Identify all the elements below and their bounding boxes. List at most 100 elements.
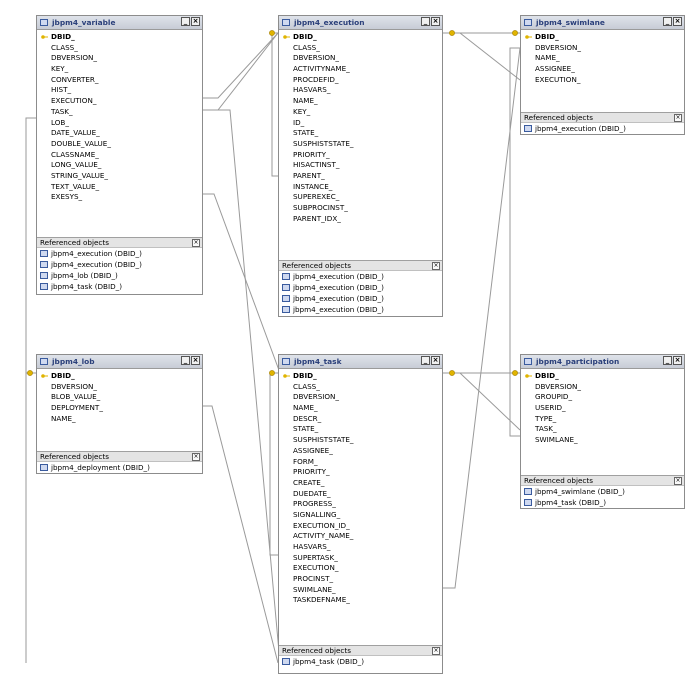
referenced-object[interactable]: jbpm4_execution (DBID_) (279, 293, 442, 304)
column[interactable]: DBVERSION_ (293, 392, 340, 402)
column[interactable]: TASK_ (535, 424, 557, 434)
column[interactable]: DUEDATE_ (293, 488, 331, 498)
column[interactable]: EXECUTION_ (51, 96, 97, 106)
close-button[interactable]: × (191, 17, 200, 26)
column[interactable]: NAME_ (51, 413, 76, 423)
column[interactable]: PRIORITY_ (293, 149, 330, 159)
column[interactable]: SUPEREXEC_ (293, 192, 340, 202)
column[interactable]: CLASSNAME_ (51, 149, 99, 159)
referenced-object[interactable]: jbpm4_lob (DBID_) (37, 270, 202, 281)
column[interactable]: ID_ (293, 117, 305, 127)
column[interactable]: EXECUTION_ID_ (293, 520, 350, 530)
minimize-button[interactable]: _ (181, 17, 190, 26)
column[interactable]: TASK_ (51, 106, 73, 116)
column[interactable]: FORM_ (293, 456, 318, 466)
minimize-button[interactable]: _ (181, 356, 190, 365)
column[interactable]: ACTIVITY_NAME_ (293, 531, 354, 541)
column[interactable]: HISACTINST_ (293, 160, 340, 170)
table-jbpm4-participation[interactable]: jbpm4_participation _× DBID_ DBVERSION_ … (520, 354, 685, 509)
column[interactable]: USERID_ (535, 403, 566, 413)
column[interactable]: INSTANCE_ (293, 181, 333, 191)
column[interactable]: SUSPHISTSTATE_ (293, 435, 354, 445)
table-jbpm4-lob[interactable]: jbpm4_lob _× DBID_ DBVERSION_ BLOB_VALUE… (36, 354, 203, 474)
column[interactable]: DEPLOYMENT_ (51, 403, 103, 413)
column[interactable]: DESCR_ (293, 413, 322, 423)
column[interactable]: TASKDEFNAME_ (293, 595, 350, 605)
table-header[interactable]: jbpm4_participation _× (521, 355, 684, 369)
column[interactable]: DBVERSION_ (293, 53, 340, 63)
primary-key-column[interactable]: DBID_ (37, 32, 202, 43)
primary-key-column[interactable]: DBID_ (521, 32, 684, 43)
table-jbpm4-execution[interactable]: jbpm4_execution _× DBID_ CLASS_ DBVERSIO… (278, 15, 443, 317)
column[interactable]: ACTIVITYNAME_ (293, 64, 350, 74)
column[interactable]: SWIMLANE_ (293, 584, 336, 594)
column[interactable]: PARENT_IDX_ (293, 213, 341, 223)
column[interactable]: DBVERSION_ (51, 53, 98, 63)
column[interactable]: DBVERSION_ (535, 381, 582, 391)
close-button[interactable]: × (191, 356, 200, 365)
column[interactable]: SUBPROCINST_ (293, 203, 348, 212)
referenced-object[interactable]: jbpm4_deployment (DBID_) (37, 462, 202, 473)
primary-key-column[interactable]: DBID_ (279, 371, 442, 382)
column[interactable]: TYPE_ (535, 413, 557, 423)
column[interactable]: ASSIGNEE_ (293, 445, 333, 455)
column[interactable]: HIST_ (51, 85, 72, 95)
column[interactable]: DBVERSION_ (51, 381, 98, 391)
close-button[interactable]: × (673, 356, 682, 365)
close-button[interactable]: × (431, 356, 440, 365)
table-header[interactable]: jbpm4_lob _× (37, 355, 202, 369)
referenced-object[interactable]: jbpm4_task (DBID_) (279, 656, 442, 667)
collapse-button[interactable]: × (674, 114, 682, 122)
table-header[interactable]: jbpm4_execution _× (279, 16, 442, 30)
primary-key-column[interactable]: DBID_ (521, 371, 684, 382)
column[interactable]: EXESYS_ (51, 192, 83, 202)
referenced-object[interactable]: jbpm4_execution (DBID_) (521, 123, 684, 134)
minimize-button[interactable]: _ (421, 17, 430, 26)
column[interactable]: ASSIGNEE_ (535, 64, 575, 74)
referenced-object[interactable]: jbpm4_execution (DBID_) (37, 248, 202, 259)
referenced-object[interactable]: jbpm4_execution (DBID_) (279, 304, 442, 315)
minimize-button[interactable]: _ (421, 356, 430, 365)
column[interactable]: NAME_ (293, 403, 318, 413)
referenced-object[interactable]: jbpm4_swimlane (DBID_) (521, 486, 684, 497)
column[interactable]: HASVARS_ (293, 85, 331, 95)
referenced-object[interactable]: jbpm4_execution (DBID_) (37, 259, 202, 270)
column[interactable]: EXECUTION_ (535, 74, 581, 84)
collapse-button[interactable]: × (192, 239, 200, 247)
column[interactable]: STATE_ (293, 128, 319, 138)
column[interactable]: STRING_VALUE_ (51, 170, 109, 180)
column[interactable]: SUPERTASK_ (293, 552, 338, 562)
column[interactable]: LONG_VALUE_ (51, 160, 102, 170)
column[interactable]: PARENT_ (293, 170, 325, 180)
column[interactable]: SWIMLANE_ (535, 435, 578, 445)
column[interactable]: LOB_ (51, 117, 69, 127)
referenced-object[interactable]: jbpm4_execution (DBID_) (279, 282, 442, 293)
column[interactable]: PRIORITY_ (293, 467, 330, 477)
table-jbpm4-variable[interactable]: jbpm4_variable _× DBID_ CLASS_ DBVERSION… (36, 15, 203, 295)
collapse-button[interactable]: × (192, 453, 200, 461)
column[interactable]: GROUPID_ (535, 392, 573, 402)
column[interactable]: NAME_ (293, 96, 318, 106)
column[interactable]: CLASS_ (293, 381, 320, 391)
close-button[interactable]: × (431, 17, 440, 26)
column[interactable]: CONVERTER_ (51, 74, 99, 84)
column[interactable]: DBVERSION_ (535, 42, 582, 52)
table-header[interactable]: jbpm4_variable _× (37, 16, 202, 30)
minimize-button[interactable]: _ (663, 356, 672, 365)
close-button[interactable]: × (673, 17, 682, 26)
column[interactable]: PROGRESS_ (293, 499, 336, 509)
column[interactable]: NAME_ (535, 53, 560, 63)
column[interactable]: DATE_VALUE_ (51, 128, 100, 138)
column[interactable]: KEY_ (293, 106, 311, 116)
referenced-object[interactable]: jbpm4_task (DBID_) (521, 497, 684, 508)
collapse-button[interactable]: × (674, 477, 682, 485)
column[interactable]: CLASS_ (293, 42, 320, 52)
column[interactable]: HASVARS_ (293, 542, 331, 551)
column[interactable]: SUSPHISTSTATE_ (293, 138, 354, 148)
column[interactable]: KEY_ (51, 64, 69, 74)
column[interactable]: CREATE_ (293, 477, 325, 487)
referenced-object[interactable]: jbpm4_task (DBID_) (37, 281, 202, 292)
column[interactable]: PROCDEFID_ (293, 74, 339, 84)
primary-key-column[interactable]: DBID_ (37, 371, 202, 382)
column[interactable]: PROCINST_ (293, 574, 334, 584)
